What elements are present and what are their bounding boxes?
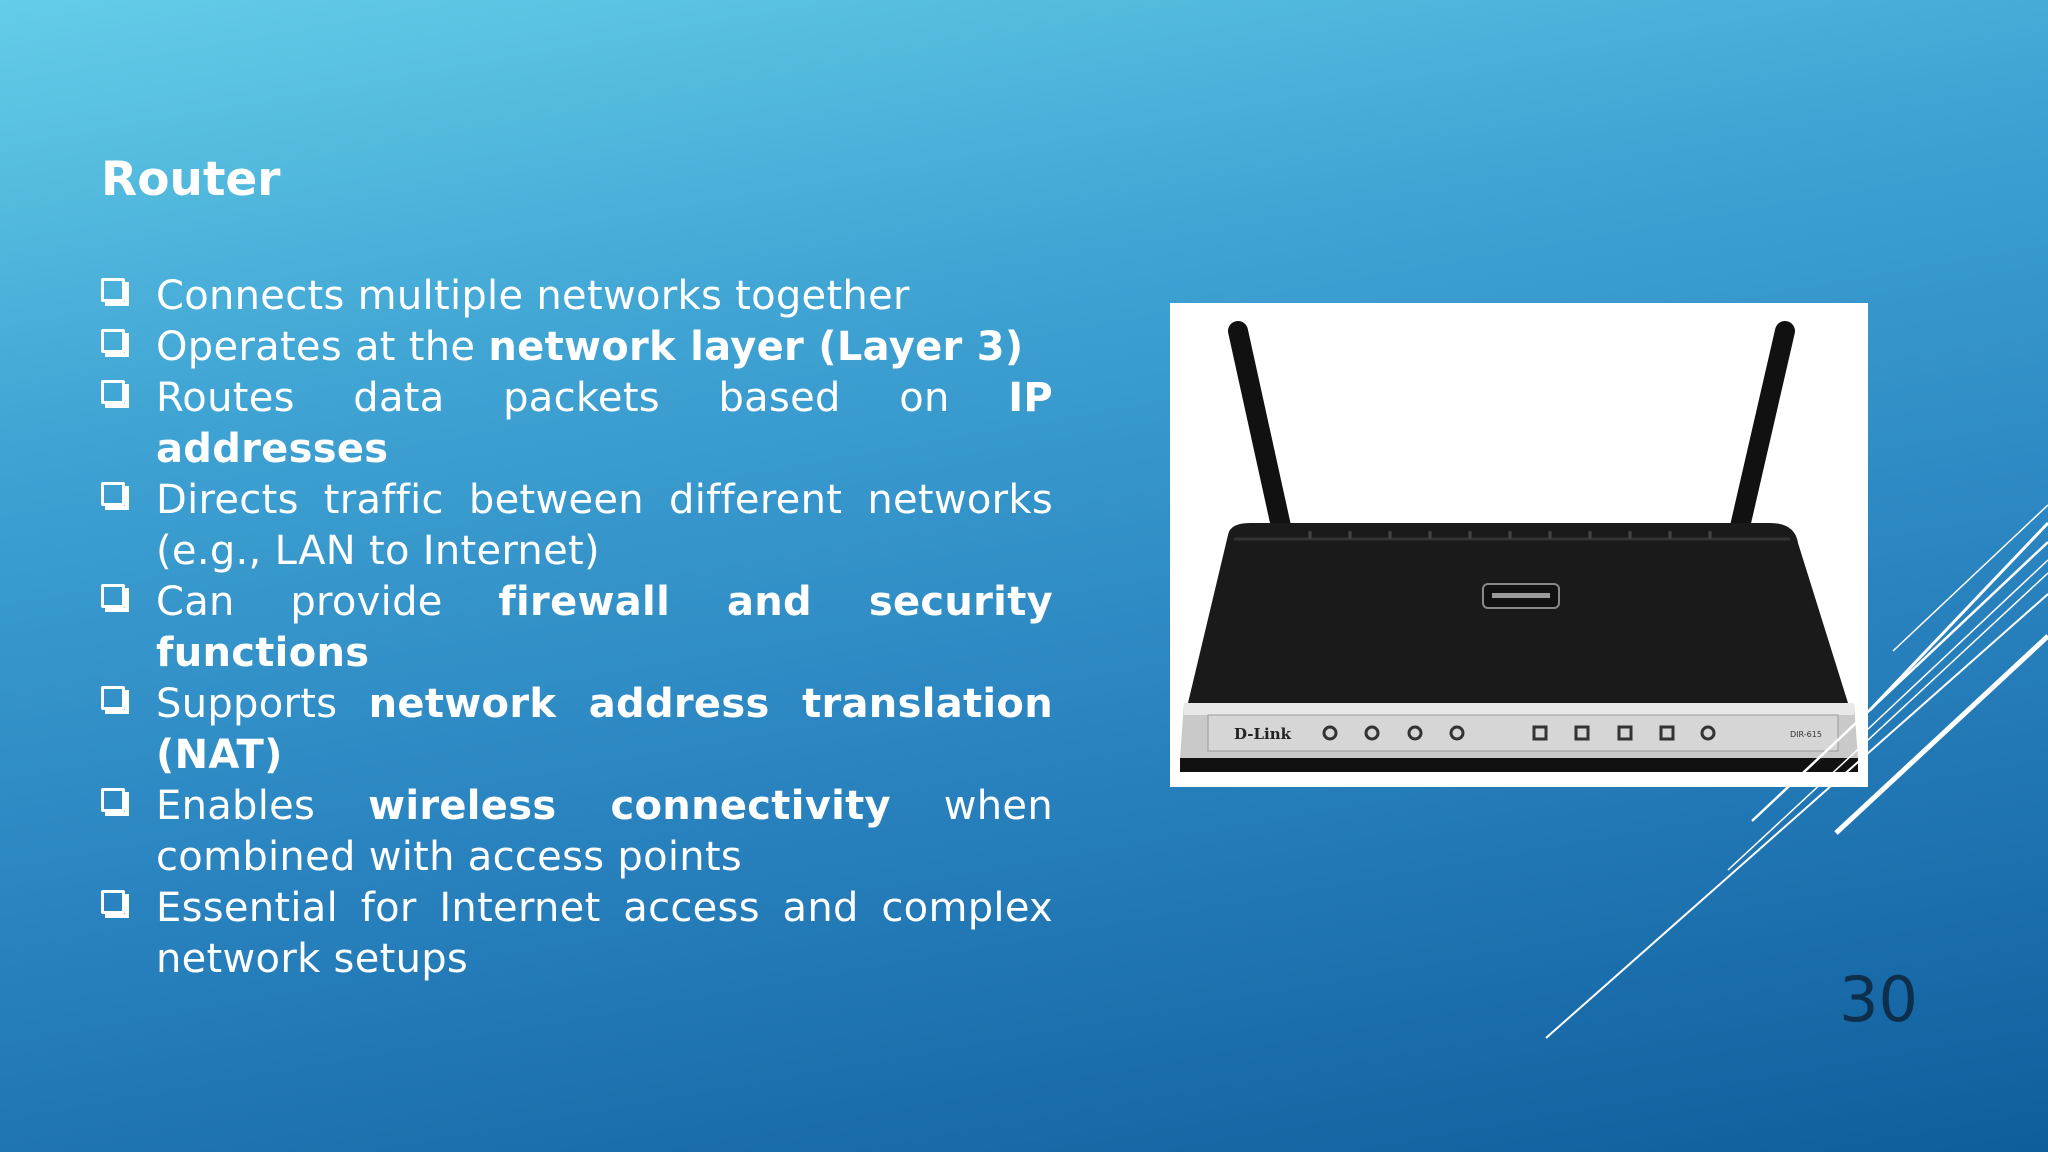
model-label: DIR-615: [1790, 730, 1822, 739]
bullet-text: Supports: [156, 681, 369, 727]
page-number: 30: [1839, 963, 1918, 1036]
checkbox-bullet-icon: [101, 482, 129, 510]
brand-logo: D-Link: [1234, 725, 1292, 743]
bullet-emphasis: firewall and security functions: [156, 579, 1053, 676]
slide-title: Router: [101, 152, 281, 207]
bullet-item: Operates at the network layer (Layer 3): [101, 322, 1053, 373]
bullet-emphasis: wireless connectivity: [368, 783, 891, 829]
bullet-item: Essential for Internet access and comple…: [101, 883, 1053, 985]
bullet-item: Connects multiple networks together: [101, 271, 1053, 322]
checkbox-bullet-icon: [101, 584, 129, 612]
checkbox-bullet-icon: [101, 890, 129, 918]
bullet-text: when combined with access points: [156, 783, 1053, 880]
bullet-text: Operates at the: [156, 324, 489, 370]
bullet-text: Routes data packets based on: [156, 375, 1009, 421]
bullet-emphasis: network layer (Layer 3): [488, 324, 1024, 370]
checkbox-bullet-icon: [101, 380, 129, 408]
bullet-emphasis: network address translation (NAT): [156, 681, 1053, 778]
bullet-emphasis: IP addresses: [156, 375, 1053, 472]
checkbox-bullet-icon: [101, 788, 129, 816]
bullet-text: Connects multiple networks together: [156, 273, 910, 319]
checkbox-bullet-icon: [101, 686, 129, 714]
router-photo: D-Link DIR-615: [1170, 303, 1868, 787]
checkbox-bullet-icon: [101, 278, 129, 306]
bullet-item: Routes data packets based on IP addresse…: [101, 373, 1053, 475]
bullet-item: Enables wireless connectivity when combi…: [101, 781, 1053, 883]
bullet-text: Essential for Internet access and comple…: [156, 885, 1053, 982]
checkbox-bullet-icon: [101, 329, 129, 357]
bullet-item: Directs traffic between different networ…: [101, 475, 1053, 577]
bullet-text: Enables: [156, 783, 369, 829]
bullet-item: Supports network address translation (NA…: [101, 679, 1053, 781]
bullet-item: Can provide firewall and security functi…: [101, 577, 1053, 679]
bullet-text: Directs traffic between different networ…: [156, 477, 1053, 574]
antenna-right: [1729, 321, 1795, 541]
antenna-left: [1228, 321, 1292, 541]
bullet-text: Can provide: [156, 579, 499, 625]
